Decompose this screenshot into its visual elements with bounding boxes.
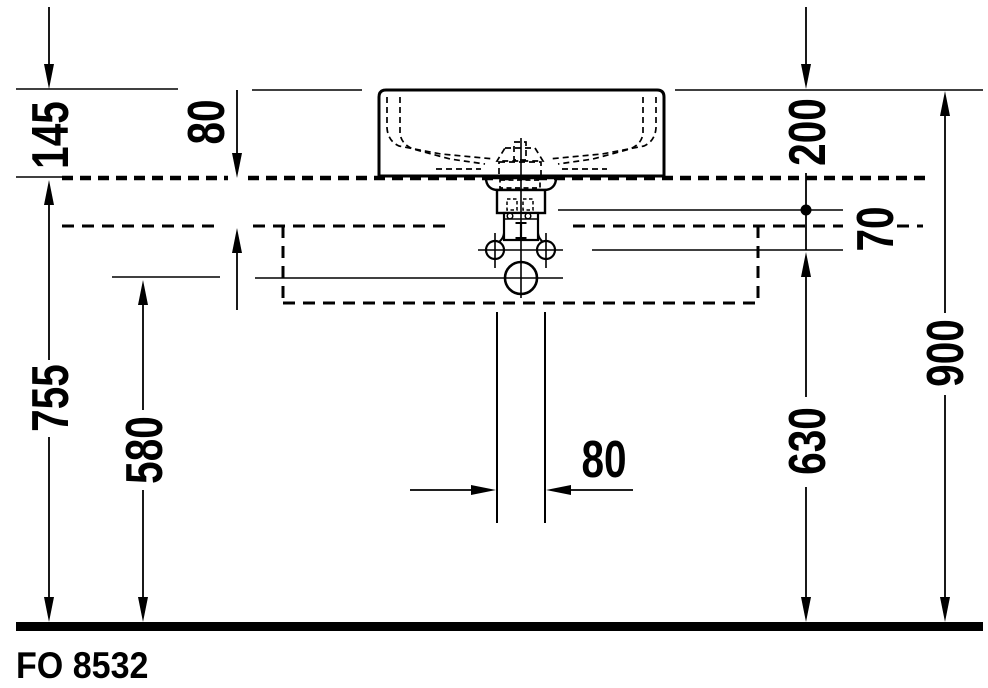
dim-label-70: 70 — [846, 206, 904, 251]
dim-580: 580 — [115, 280, 173, 622]
trap-detail — [506, 198, 518, 211]
dim-label-630: 630 — [778, 407, 836, 475]
furniture-outline — [62, 224, 923, 305]
dim-80-pipe: 80 — [410, 430, 633, 495]
dim-label-900: 900 — [916, 319, 974, 387]
drain-pipe-lines — [496, 312, 546, 523]
dim-label-80-console: 80 — [177, 99, 235, 144]
trap-assembly — [478, 138, 563, 523]
dim-label-755: 755 — [21, 364, 79, 432]
dim-label-200: 200 — [778, 98, 836, 166]
dim-label-580: 580 — [115, 416, 173, 484]
dim-900: 900 — [916, 91, 974, 622]
dim-label-145: 145 — [21, 101, 79, 169]
dim-80-console: 80 — [177, 90, 242, 310]
basin-bowl-hidden-contour — [386, 97, 657, 189]
model-number: FO 8532 — [16, 645, 148, 687]
reference-dot — [800, 204, 812, 216]
dim-200-70-630: 200 70 630 — [778, 7, 904, 622]
trap-detail — [522, 198, 534, 211]
washbasin — [377, 88, 666, 189]
floor-line — [16, 622, 983, 631]
extension-lines — [16, 88, 983, 279]
dim-145-755: 145 755 — [21, 7, 79, 622]
dim-label-80-pipe: 80 — [581, 430, 626, 488]
